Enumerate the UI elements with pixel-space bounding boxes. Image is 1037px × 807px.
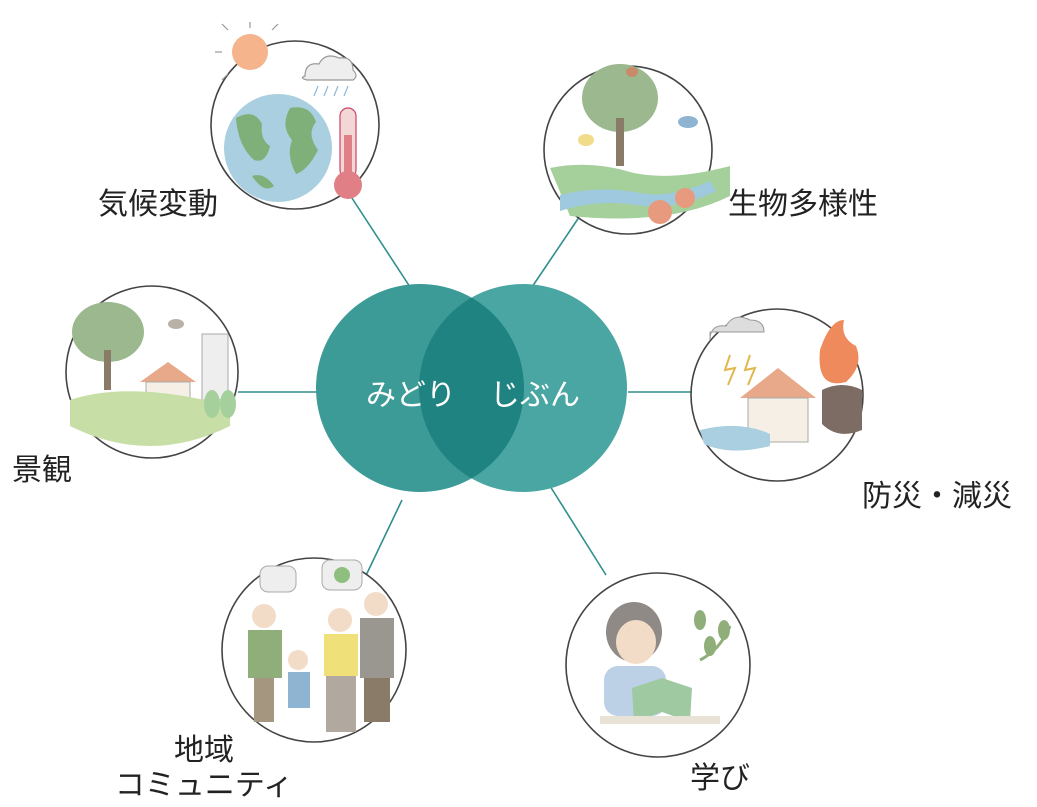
- disaster-illustration: [690, 308, 864, 482]
- community-illustration: [221, 557, 407, 743]
- center-venn: [316, 284, 627, 492]
- tree-house-building-icon: [70, 302, 236, 446]
- center-label-midori: みどり: [366, 378, 456, 413]
- label-disaster: 防災・減災: [862, 479, 1012, 514]
- label-landscape: 景観: [12, 453, 72, 488]
- house-storm-fire-icon: [700, 316, 862, 451]
- person-reading-icon: [600, 602, 732, 724]
- label-community-line2: コミュニティ: [114, 767, 294, 803]
- label-biodiversity: 生物多様性: [728, 187, 878, 222]
- climate-illustration: [210, 22, 380, 210]
- earth-sun-thermometer-icon: [215, 22, 362, 202]
- connector-climate: [347, 191, 413, 291]
- label-community: 地域 コミュニティ: [104, 733, 304, 803]
- center-label-jibun: じぶん: [490, 378, 580, 413]
- learning-illustration: [565, 572, 751, 758]
- family-group-icon: [248, 559, 394, 732]
- connector-learning: [549, 485, 607, 576]
- label-learning: 学び: [690, 761, 750, 796]
- connector-community: [359, 499, 403, 589]
- tree-bird-river-icon: [550, 64, 730, 224]
- landscape-illustration: [65, 285, 239, 459]
- biodiversity-illustration: [543, 64, 730, 235]
- label-community-line1: 地域: [174, 733, 234, 768]
- label-climate: 気候変動: [98, 187, 218, 222]
- overlap-area: [419, 284, 524, 492]
